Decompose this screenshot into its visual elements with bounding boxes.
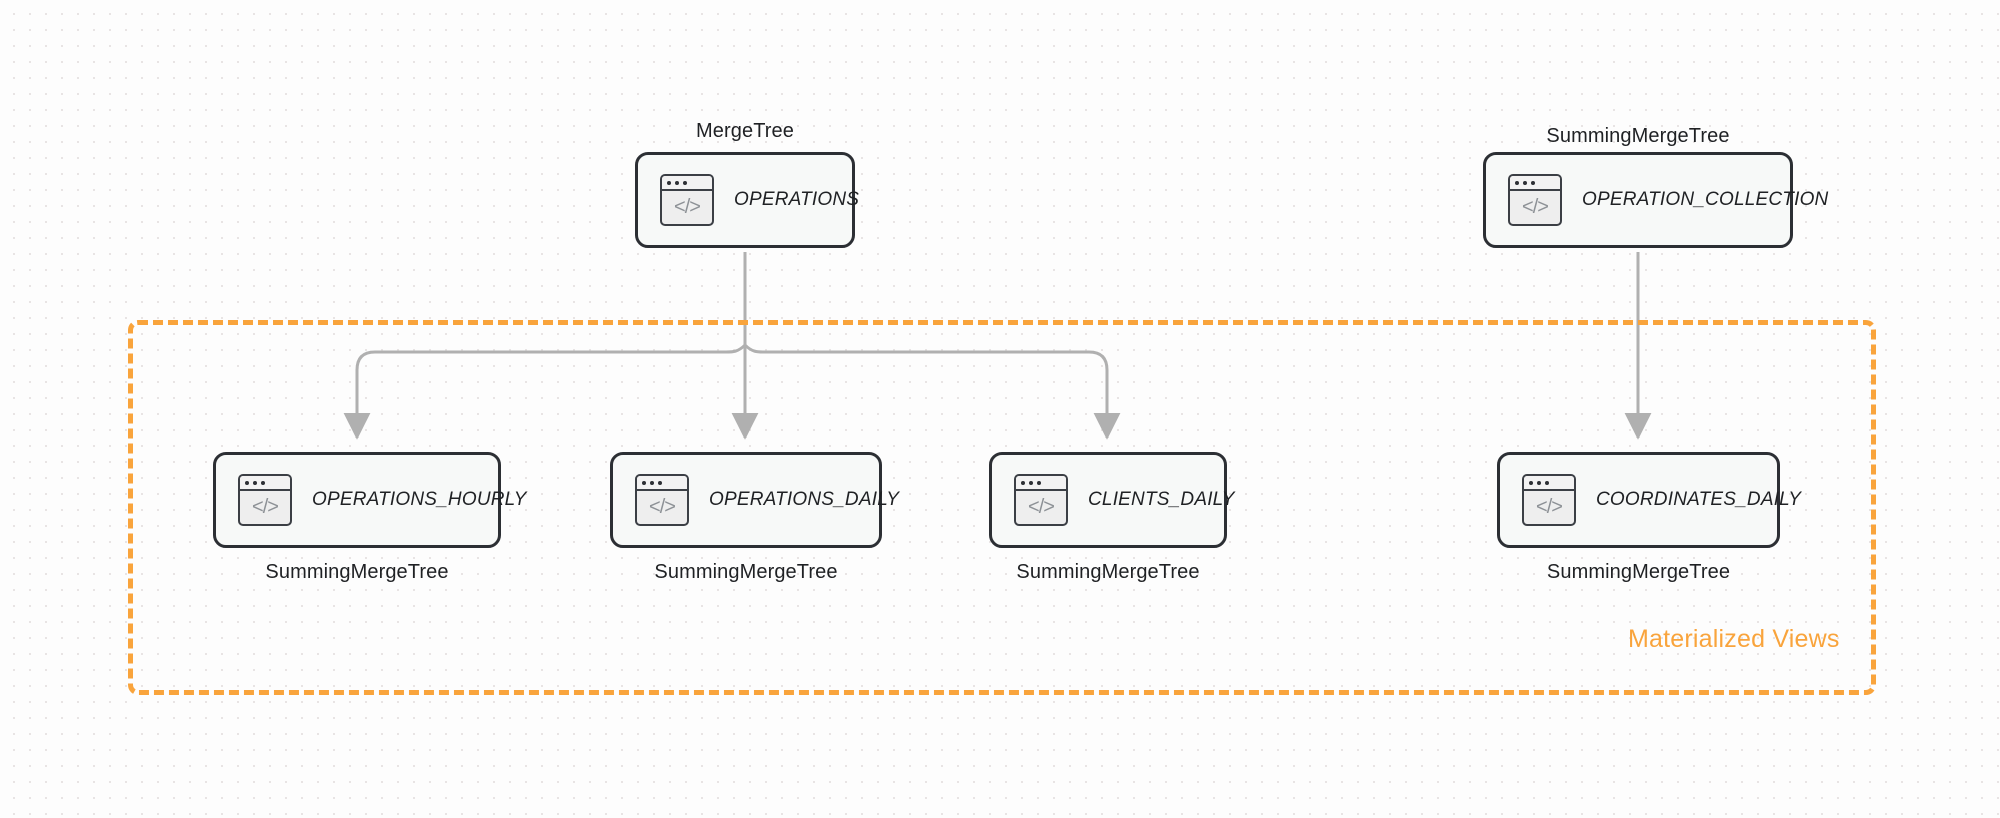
node-coordinates-daily[interactable]: </> COORDINATES_DAILY [1497,452,1801,548]
icon-titlebar [637,476,687,491]
icon-titlebar [662,176,712,191]
icon-code-glyph: </> [252,495,279,518]
icon-dot [658,480,662,485]
icon-code-glyph: </> [649,495,676,518]
icon-dot [1523,180,1527,185]
icon-titlebar [1524,476,1574,491]
node-label-clients-daily: CLIENTS_DAILY [1088,489,1235,510]
icon-dot [667,180,671,185]
icon-code-glyph: </> [674,195,701,218]
node-label-operations: OPERATIONS [734,189,860,210]
icon-dot [1021,480,1025,485]
icon-dot [1029,480,1033,485]
code-window-icon: </> [238,474,292,526]
code-window-icon: </> [635,474,689,526]
icon-titlebar [240,476,290,491]
node-label-operations-hourly: OPERATIONS_HOURLY [312,489,527,510]
code-window-icon: </> [1508,174,1562,226]
node-operations[interactable]: </> OPERATIONS [635,152,859,248]
icon-code-glyph: </> [1536,495,1563,518]
code-window-icon: </> [1522,474,1576,526]
icon-dot [1037,480,1041,485]
engine-caption-clients-daily: SummingMergeTree [1016,561,1200,583]
engine-caption-operations-hourly: SummingMergeTree [265,561,449,583]
icon-dot [1537,480,1541,485]
icon-dot [642,480,646,485]
icon-dot [683,180,687,185]
engine-caption-coordinates-daily: SummingMergeTree [1546,561,1731,583]
materialized-views-group-label: Materialized Views [1628,625,1840,653]
icon-dot [253,480,257,485]
code-window-icon: </> [660,174,714,226]
icon-dot [675,180,679,185]
materialized-views-group[interactable] [128,320,1876,695]
icon-titlebar [1510,176,1560,191]
icon-titlebar [1016,476,1066,491]
icon-code-glyph: </> [1522,195,1549,218]
node-operations-daily[interactable]: </> OPERATIONS_DAILY [610,452,899,548]
icon-dot [650,480,654,485]
node-label-operations-daily: OPERATIONS_DAILY [709,489,900,510]
icon-dot [1529,480,1533,485]
node-clients-daily[interactable]: </> CLIENTS_DAILY [989,452,1234,548]
node-operations-hourly[interactable]: </> OPERATIONS_HOURLY [213,452,526,548]
code-window-icon: </> [1014,474,1068,526]
engine-caption-operations-daily: SummingMergeTree [654,561,838,583]
node-label-operation-collection: OPERATION_COLLECTION [1582,189,1829,210]
node-operation-collection[interactable]: </> OPERATION_COLLECTION [1483,152,1828,248]
icon-code-glyph: </> [1028,495,1055,518]
icon-dot [261,480,265,485]
icon-dot [1515,180,1519,185]
engine-caption-operation-collection: SummingMergeTree [1546,125,1730,147]
icon-dot [1545,480,1549,485]
engine-caption-operations: MergeTree [696,120,794,142]
icon-dot [245,480,249,485]
node-label-coordinates-daily: COORDINATES_DAILY [1596,489,1802,510]
icon-dot [1531,180,1535,185]
